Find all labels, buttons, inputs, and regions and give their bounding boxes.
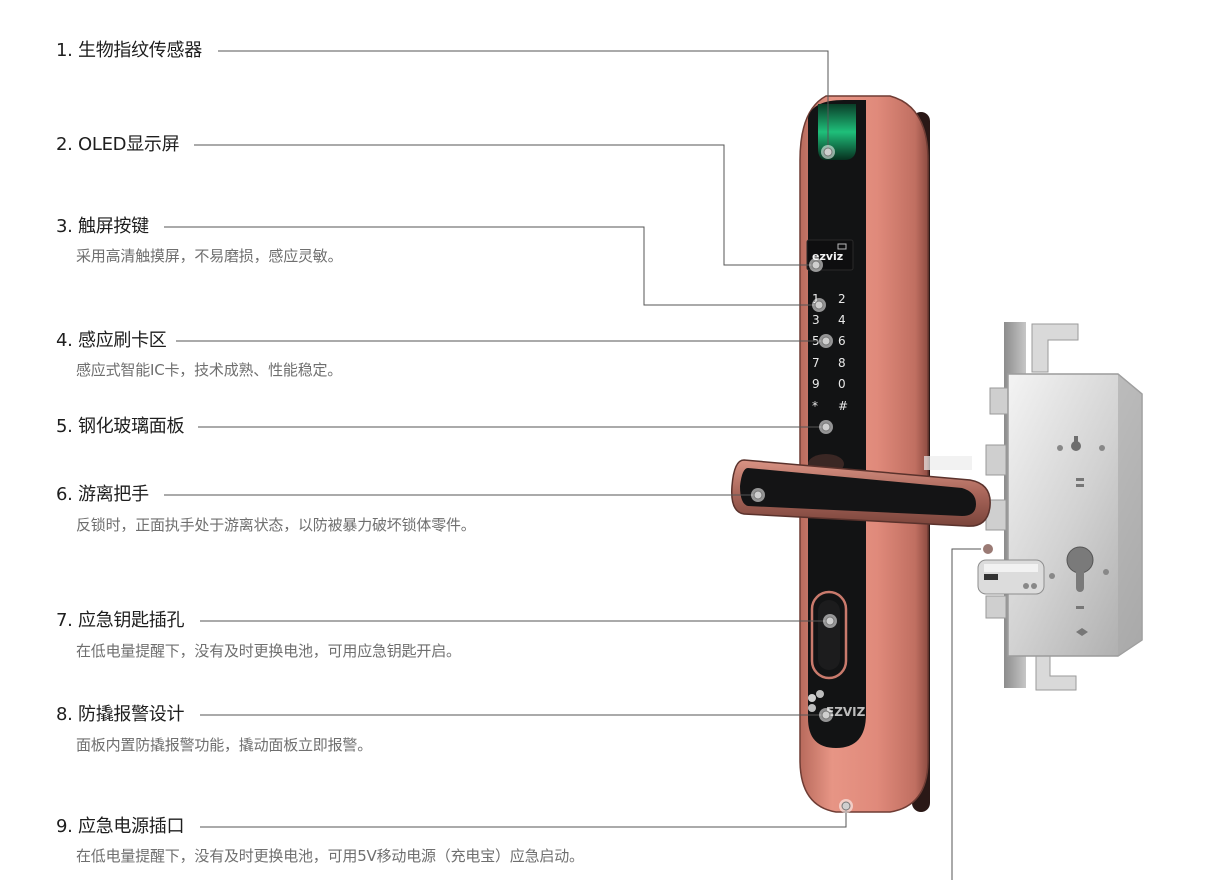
feature-desc-3: 采用高清触摸屏，不易磨损，感应灵敏。 xyxy=(76,247,343,265)
lever-handle xyxy=(731,456,991,527)
panel-brand-text: EZVIZ xyxy=(826,705,866,719)
feature-label-2: 2. OLED显示屏 xyxy=(56,134,180,155)
key-3[interactable]: 3 xyxy=(812,313,820,327)
top-latch-bolt xyxy=(1031,323,1079,373)
key-0[interactable]: 0 xyxy=(838,377,846,391)
feature-desc-9: 在低电量提醒下，没有及时更换电池，可用5V移动电源（充电宝）应急启动。 xyxy=(76,847,584,865)
key-hash[interactable]: # xyxy=(838,399,848,413)
feature-desc-4: 感应式智能IC卡，技术成熟、性能稳定。 xyxy=(76,361,343,379)
feature-label-7: 7. 应急钥匙插孔 xyxy=(56,610,185,631)
feature-desc-7: 在低电量提醒下，没有及时更换电池，可用应急钥匙开启。 xyxy=(76,642,461,660)
feature-label-4: 4. 感应刷卡区 xyxy=(56,330,167,351)
key-2[interactable]: 2 xyxy=(838,292,846,306)
mortise-lock-body xyxy=(977,322,1143,691)
key-7[interactable]: 7 xyxy=(812,356,820,370)
feature-label-9: 9. 应急电源插口 xyxy=(56,816,185,837)
feature-label-8: 8. 防撬报警设计 xyxy=(56,704,185,725)
feature-label-3: 3. 触屏按键 xyxy=(56,216,149,237)
feature-label-1: 1. 生物指纹传感器 xyxy=(56,40,202,61)
key-9[interactable]: 9 xyxy=(812,377,820,391)
key-4[interactable]: 4 xyxy=(838,313,846,327)
ezviz-logo-icon: EZVIZ xyxy=(808,690,866,719)
key-8[interactable]: 8 xyxy=(838,356,846,370)
feature-desc-8: 面板内置防撬报警功能，撬动面板立即报警。 xyxy=(76,736,373,754)
side-bolt xyxy=(985,444,1007,476)
feature-desc-6: 反锁时，正面执手处于游离状态，以防被暴力破坏锁体零件。 xyxy=(76,516,476,534)
lock-panel: ezviz 1 2 3 4 5 6 7 8 9 0 * # EZVIZ xyxy=(799,95,930,813)
leader-lines xyxy=(164,50,988,880)
callout-dots xyxy=(751,145,995,813)
key-6[interactable]: 6 xyxy=(838,334,846,348)
side-bolt xyxy=(989,387,1009,415)
emergency-key-slot xyxy=(810,590,848,680)
feature-label-6: 6. 游离把手 xyxy=(56,484,149,505)
key-star[interactable]: * xyxy=(812,399,818,413)
feature-label-5: 5. 钢化玻璃面板 xyxy=(56,416,185,437)
